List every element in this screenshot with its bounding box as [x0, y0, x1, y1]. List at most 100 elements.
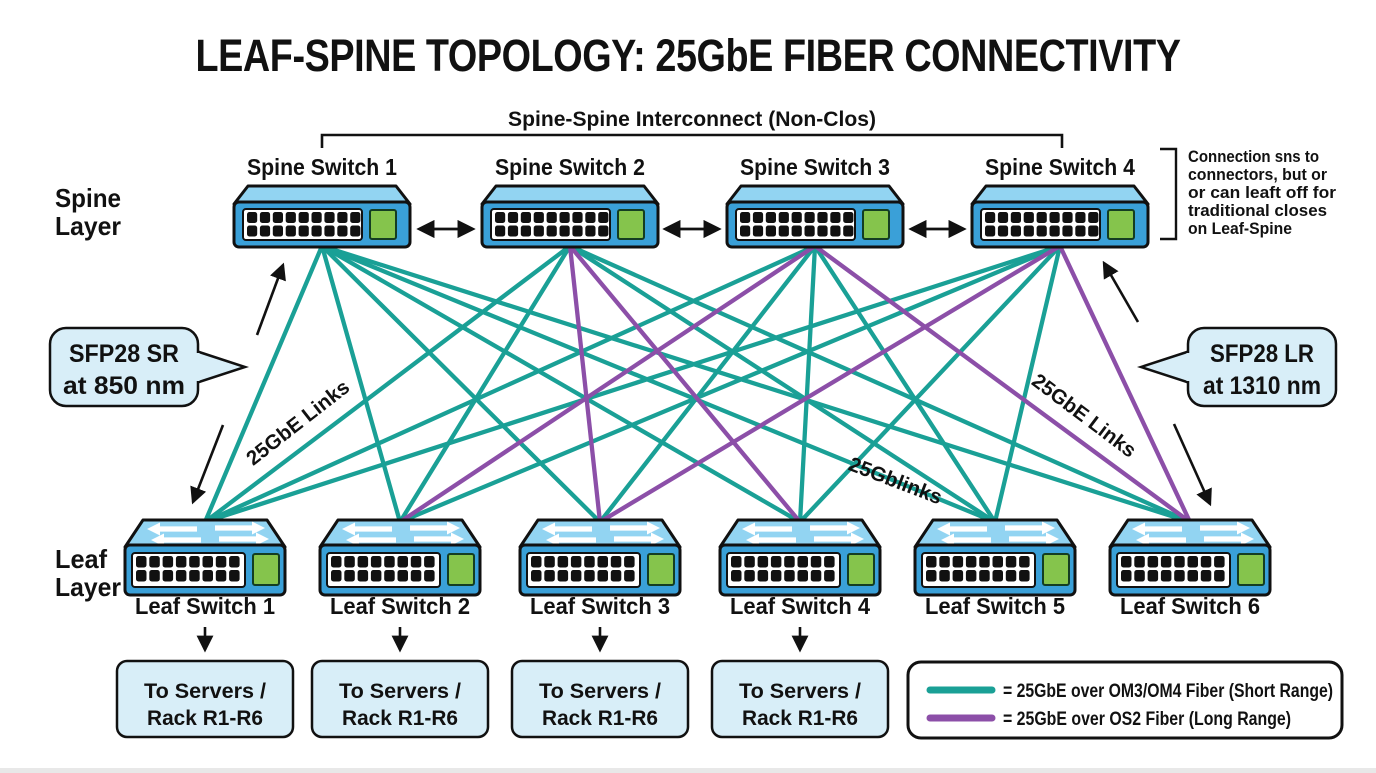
- port: [1088, 212, 1099, 223]
- port: [744, 556, 755, 568]
- port: [544, 570, 555, 582]
- fiber-link-long-range: [812, 243, 1193, 525]
- leaf-switch-1: [123, 518, 287, 597]
- rack-box-3: To Servers / Rack R1-R6: [510, 659, 690, 739]
- port: [531, 570, 542, 582]
- left-arrow-icon: [1132, 522, 1182, 536]
- port: [997, 225, 1009, 237]
- port: [740, 225, 751, 237]
- rack-box-line2: Rack R1-R6: [147, 706, 263, 730]
- right-arrow-icon: [410, 521, 460, 535]
- port: [298, 212, 309, 223]
- right-arrow-icon: [810, 521, 860, 535]
- port: [830, 212, 841, 223]
- port: [597, 570, 608, 582]
- port: [926, 570, 937, 582]
- port: [1062, 225, 1073, 237]
- port: [1023, 212, 1034, 223]
- callout-lr-line2: at 1310 nm: [1203, 372, 1321, 400]
- port: [337, 225, 348, 237]
- status-led: [647, 553, 675, 586]
- port: [215, 570, 227, 582]
- port: [507, 212, 519, 223]
- port: [797, 570, 808, 582]
- fiber-link-short-range: [397, 243, 573, 525]
- port: [985, 225, 996, 237]
- port: [979, 570, 990, 582]
- fiber-link-short-range: [567, 243, 998, 525]
- callout-tail: [194, 349, 250, 385]
- port: [520, 225, 531, 237]
- port: [1010, 225, 1021, 237]
- port: [344, 556, 355, 568]
- leaf-switch-5: [913, 518, 1077, 597]
- down-arrow-left: [190, 424, 225, 505]
- port: [784, 570, 795, 582]
- rack-box-line1: To Servers /: [539, 679, 661, 703]
- port: [926, 556, 937, 568]
- left-arrow-icon: [151, 533, 201, 547]
- port: [162, 570, 174, 582]
- port: [311, 225, 322, 237]
- right-arrow-icon: [814, 532, 864, 546]
- port: [1214, 570, 1225, 582]
- port: [337, 212, 348, 223]
- left-arrow-icon: [147, 522, 197, 536]
- port: [731, 570, 742, 582]
- right-arrow-icon: [414, 532, 464, 546]
- port: [1121, 570, 1132, 582]
- port: [247, 212, 258, 223]
- left-arrow-icon: [346, 533, 396, 547]
- port: [597, 556, 608, 568]
- port: [410, 556, 422, 568]
- port: [624, 570, 635, 582]
- down-arrow-right: [1172, 423, 1212, 507]
- port: [1187, 570, 1198, 582]
- port: [350, 212, 361, 223]
- port: [992, 556, 1003, 568]
- fiber-link-short-range: [319, 243, 403, 525]
- status-led: [447, 553, 475, 586]
- port: [533, 225, 544, 237]
- port: [344, 570, 355, 582]
- port: [810, 556, 822, 568]
- port: [997, 212, 1009, 223]
- port: [559, 212, 570, 223]
- port: [1049, 225, 1060, 237]
- right-arrow-icon: [614, 532, 664, 546]
- up-arrow-left: [255, 262, 286, 336]
- port: [272, 212, 283, 223]
- port: [584, 556, 595, 568]
- port: [1036, 225, 1047, 237]
- port: [507, 225, 519, 237]
- rack-box-line1: To Servers /: [739, 679, 861, 703]
- port: [824, 570, 835, 582]
- port: [770, 556, 782, 568]
- port: [778, 225, 789, 237]
- port: [162, 556, 174, 568]
- spine-switch-1: [232, 184, 412, 249]
- port: [804, 225, 815, 237]
- status-led: [1042, 553, 1070, 586]
- port: [598, 225, 609, 237]
- note-line-1: Connection sns to: [1188, 148, 1319, 166]
- port: [965, 556, 977, 568]
- leaf-layer-label-line2: Layer: [55, 572, 121, 602]
- rack-box-line2: Rack R1-R6: [542, 706, 658, 730]
- spine-switch-label-3: Spine Switch 3: [740, 154, 890, 180]
- fiber-link-short-range: [797, 243, 818, 525]
- port: [533, 212, 544, 223]
- port: [531, 556, 542, 568]
- port: [770, 570, 782, 582]
- port: [843, 225, 854, 237]
- callout-sr-line2: at 850 nm: [63, 372, 185, 400]
- fiber-link-short-range: [397, 243, 1063, 525]
- legend-label-long-range: = 25GbE over OS2 Fiber (Long Range): [1003, 708, 1291, 730]
- port: [1174, 570, 1185, 582]
- port: [939, 556, 950, 568]
- note-line-2: connectors, but or: [1188, 166, 1328, 184]
- port: [298, 225, 309, 237]
- port: [1019, 556, 1030, 568]
- port: [1036, 212, 1047, 223]
